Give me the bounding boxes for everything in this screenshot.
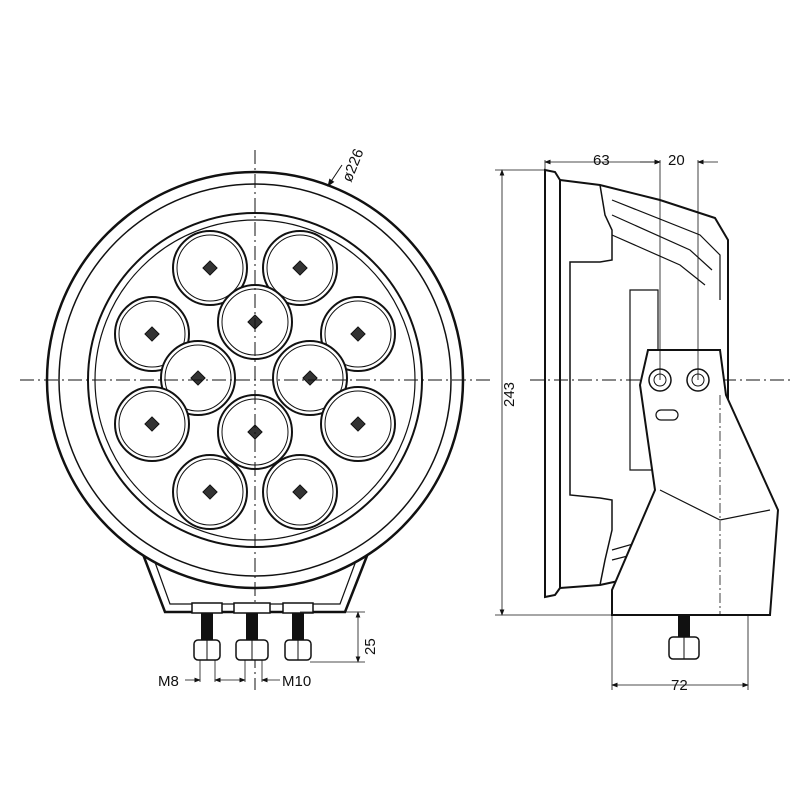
led [172,454,248,530]
cooling-fins [611,199,721,561]
led [262,454,338,530]
led [114,386,190,462]
bolt [191,602,223,661]
height-label: 243 [501,382,518,407]
adjust-slot [655,409,679,421]
led [172,230,248,306]
side-view [495,159,790,690]
bolt-m10-label: M10 [282,673,311,690]
led-array [114,230,396,530]
depth-label: 63 [593,152,610,169]
bolt-length-label: 25 [362,638,379,655]
bolt [282,602,314,661]
led [262,230,338,306]
side-bracket [611,349,780,616]
led [320,386,396,462]
bracket-bolt [668,615,700,660]
mounting-bolts [191,602,314,661]
bracket-width-label: 72 [671,677,688,694]
led [160,340,236,416]
front-view [20,150,490,690]
led [272,340,348,416]
led [320,296,396,372]
bolt-m8-label: M8 [158,673,179,690]
face-plate [544,168,561,599]
offset-label: 20 [668,152,685,169]
diameter-label: ø226 [339,146,368,184]
bolt [233,602,271,661]
